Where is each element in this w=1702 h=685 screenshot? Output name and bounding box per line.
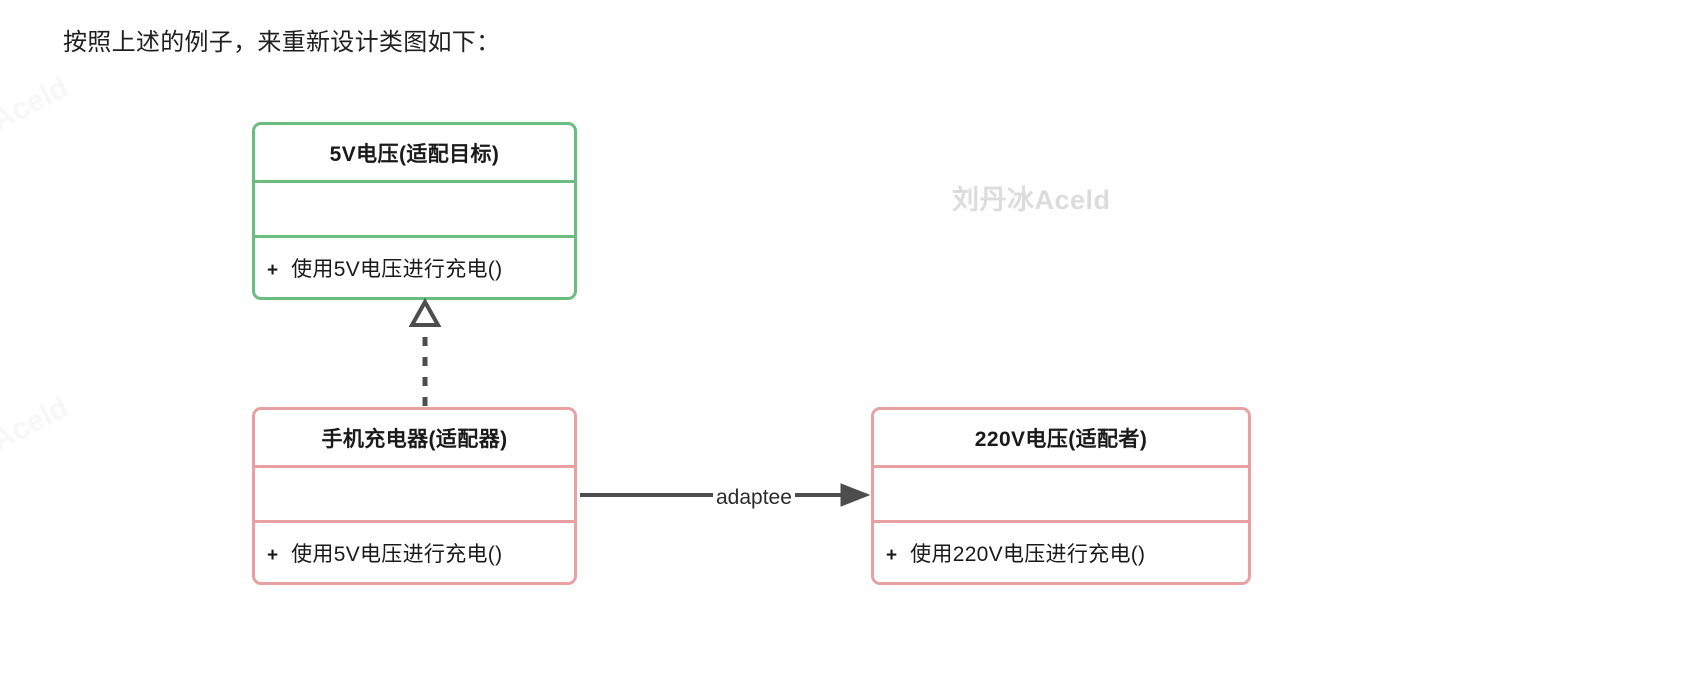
method-visibility: + [267,544,279,566]
method-visibility: + [886,544,898,566]
method-signature: 使用5V电压进行充电() [291,542,503,566]
class-title-target: 5V电压(适配目标) [329,142,500,166]
watermark-edge-top: Aceld [0,70,74,138]
class-attributes-adaptee [874,465,1248,520]
class-title-adapter: 手机充电器(适配器) [321,427,508,451]
class-box-adapter: 手机充电器(适配器) + 使用5V电压进行充电() [252,407,577,585]
method-row: + 使用220V电压进行充电() [874,538,1145,568]
relation-realization [408,297,442,406]
method-signature: 使用5V电压进行充电() [291,257,503,281]
watermark-edge-bottom: Aceld [0,390,74,458]
class-methods-adapter: + 使用5V电压进行充电() [255,520,574,582]
page-heading: 按照上述的例子，来重新设计类图如下： [63,29,501,56]
class-methods-target: + 使用5V电压进行充电() [255,235,574,297]
watermark-center: 刘丹冰Aceld [952,185,1111,215]
hollow-triangle-arrowhead-icon [408,297,442,327]
method-visibility: + [267,259,279,281]
class-attributes-target [255,180,574,235]
relation-label-adaptee: adaptee [713,486,795,510]
class-attributes-adapter [255,465,574,520]
class-title-adaptee: 220V电压(适配者) [974,427,1148,451]
class-box-adaptee: 220V电压(适配者) + 使用220V电压进行充电() [871,407,1251,585]
method-row: + 使用5V电压进行充电() [255,538,502,568]
solid-arrowhead-icon [840,483,871,507]
class-box-target: 5V电压(适配目标) + 使用5V电压进行充电() [252,122,577,300]
method-row: + 使用5V电压进行充电() [255,253,502,283]
method-signature: 使用220V电压进行充电() [910,542,1146,566]
class-methods-adaptee: + 使用220V电压进行充电() [874,520,1248,582]
